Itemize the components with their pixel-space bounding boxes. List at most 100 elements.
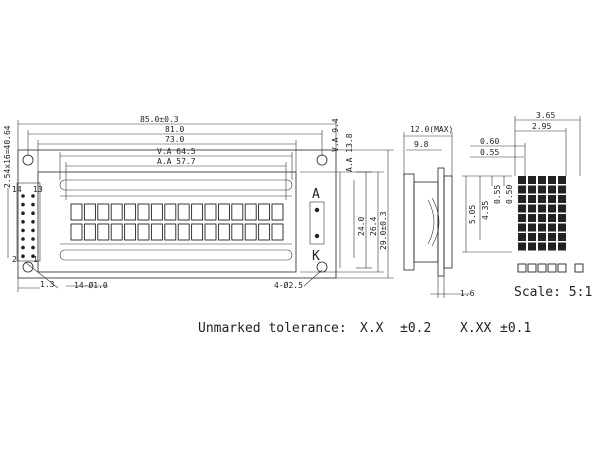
- matrix-dot: [538, 204, 546, 213]
- matrix-dot: [538, 242, 546, 251]
- character-cell: [258, 203, 271, 221]
- dim-aa-width: A.A 57.7: [157, 157, 196, 166]
- character-cell: [164, 223, 177, 241]
- dim-max-thickness: 12.0(MAX): [410, 125, 453, 134]
- cursor-dot: [574, 263, 584, 273]
- pin-hole: [31, 211, 35, 215]
- matrix-dot: [518, 233, 526, 241]
- dim-outline-width: 85.0±0.3: [140, 115, 179, 124]
- matrix-dot: [518, 242, 526, 251]
- dim-aa-height: A.A 13.8: [345, 133, 354, 172]
- matrix-dot: [518, 204, 526, 213]
- matrix-dot: [528, 185, 536, 194]
- cathode-label: K: [312, 249, 320, 264]
- character-cell: [150, 203, 163, 221]
- pin-hole: [21, 211, 25, 215]
- character-cell: [191, 203, 204, 221]
- matrix-dot: [548, 242, 556, 251]
- matrix-dot: [538, 223, 546, 232]
- dim-dot-w1: 0.60: [480, 137, 499, 146]
- matrix-dot: [528, 233, 536, 241]
- mount-hole-bl: [22, 261, 34, 273]
- side-view: 12.0(MAX) 9.8 1.6: [403, 125, 475, 298]
- matrix-dot: [538, 176, 546, 184]
- character-cell: [137, 223, 150, 241]
- cursor-dot: [537, 263, 547, 273]
- dim-char-height: 5.05: [468, 205, 477, 224]
- dim-bezel-width: 73.0: [165, 135, 184, 144]
- character-cell: [150, 223, 163, 241]
- mount-hole-tl: [22, 154, 34, 166]
- dim-mount-holes: 4-Ø2.5: [274, 280, 303, 290]
- character-cell: [271, 223, 284, 241]
- matrix-dot: [538, 233, 546, 241]
- dim-outline-height: 29.0±0.3: [379, 211, 388, 250]
- character-cell: [124, 223, 137, 241]
- character-cell: [83, 223, 96, 241]
- matrix-dot: [548, 176, 556, 184]
- backlight-rail-bottom: [59, 249, 293, 261]
- pin-label-1: 1: [33, 255, 38, 264]
- character-cell: [217, 223, 230, 241]
- cursor-row: [517, 263, 584, 273]
- character-cell: [191, 223, 204, 241]
- pin-hole: [21, 228, 25, 233]
- matrix-dot: [528, 195, 536, 203]
- bezel: [37, 171, 297, 273]
- character-cell: [97, 203, 110, 221]
- cursor-dot: [517, 263, 527, 273]
- matrix-dot: [558, 204, 566, 213]
- matrix-dot: [538, 195, 546, 203]
- pin-hole: [21, 220, 25, 224]
- tolerance-x-two: X.XX: [460, 321, 491, 336]
- matrix-dot: [558, 195, 566, 203]
- matrix-dot: [548, 195, 556, 203]
- pin-hole: [31, 220, 35, 224]
- led-pads: [309, 201, 325, 245]
- pin-hole: [31, 194, 35, 198]
- character-cell: [271, 203, 284, 221]
- pin-hole: [31, 245, 35, 250]
- pin-label-14: 14: [12, 185, 22, 194]
- character-cell: [177, 223, 190, 241]
- matrix-dot: [558, 185, 566, 194]
- pin-label-13: 13: [33, 185, 43, 194]
- tolerance-x-one-value: ±0.2: [400, 321, 431, 336]
- character-cell: [70, 223, 83, 241]
- character-cell: [97, 223, 110, 241]
- tolerance-x-one: X.X: [360, 321, 384, 336]
- dim-va-width: V.A 64.5: [157, 147, 196, 156]
- pin-header: [16, 182, 41, 262]
- pin-holes: [21, 194, 35, 258]
- pin-hole: [21, 202, 25, 207]
- dim-pin-offset: 1.3: [40, 280, 55, 289]
- character-cell: [164, 203, 177, 221]
- dim-dot-area-h: 4.35: [481, 201, 490, 220]
- character-cell: [244, 223, 257, 241]
- character-cell: [110, 203, 123, 221]
- matrix-dot: [518, 223, 526, 232]
- pin-hole: [21, 194, 25, 198]
- pin-hole: [31, 228, 35, 233]
- dim-va-height: V.A 9.4: [331, 118, 340, 152]
- pin-hole: [21, 237, 25, 241]
- character-cell: [137, 203, 150, 221]
- tolerance-note: Unmarked tolerance: X.X ±0.2 X.XX ±0.1: [198, 321, 531, 336]
- dim-char-width: 3.65: [536, 111, 555, 120]
- dim-dot-h2: 0.50: [505, 185, 514, 204]
- scale-label: Scale: 5:1: [514, 285, 592, 300]
- matrix-dot: [538, 214, 546, 222]
- matrix-dot: [518, 185, 526, 194]
- tolerance-x-two-value: ±0.1: [500, 321, 531, 336]
- backlight-rail-top: [59, 179, 293, 191]
- matrix-dot: [548, 233, 556, 241]
- pin-hole: [31, 237, 35, 241]
- dim-inner-height: 24.0: [357, 217, 366, 236]
- matrix-dot: [558, 214, 566, 222]
- dim-dot-pitch: 2.95: [532, 122, 551, 131]
- character-grid: [70, 203, 284, 241]
- matrix-dot: [528, 204, 536, 213]
- matrix-dot: [528, 242, 536, 251]
- front-view: 14 13 2 1 A K 85.0±0.3 81.0 73.0 V.A 64.…: [3, 115, 394, 292]
